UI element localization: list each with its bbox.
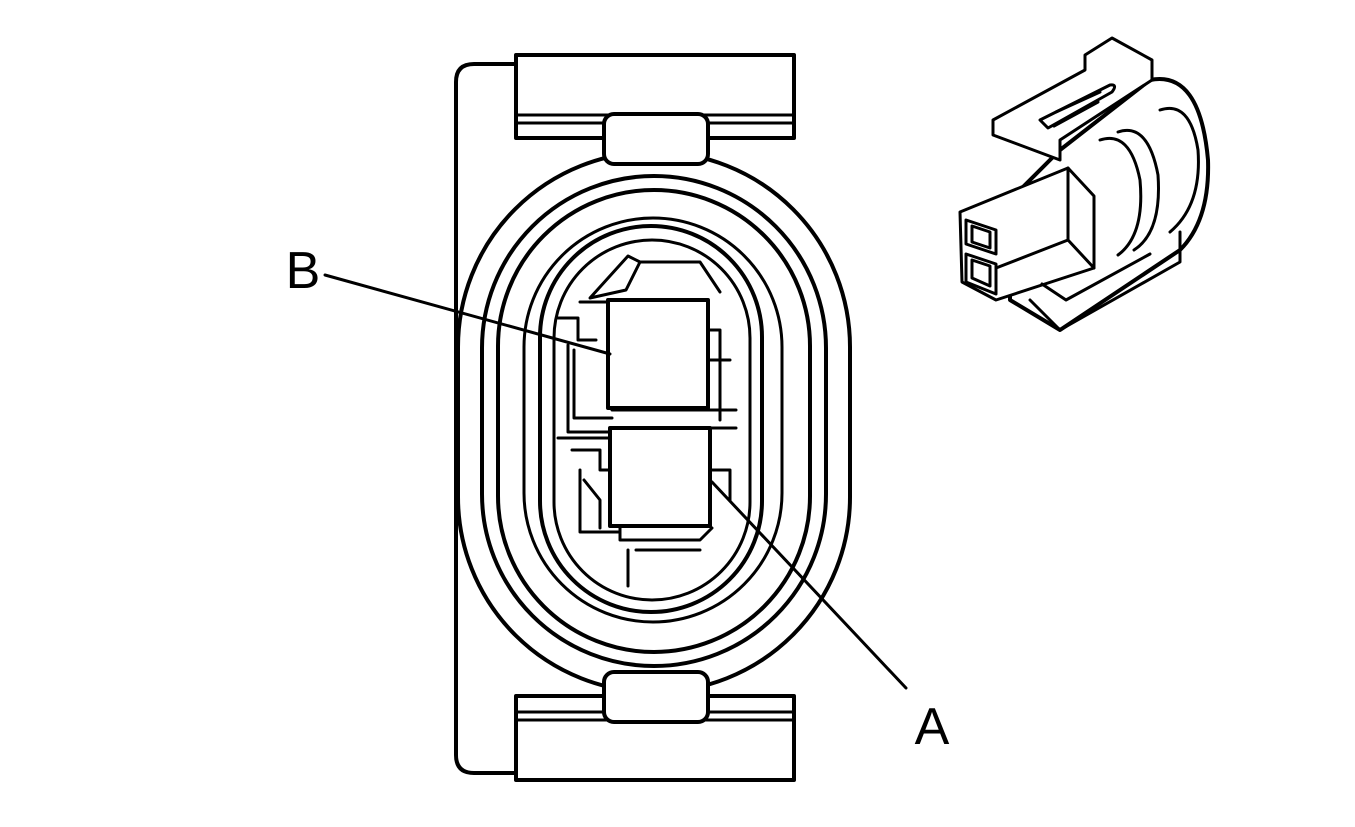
seal-ring-middle [496, 188, 812, 654]
seal-ring-outer [480, 174, 828, 668]
connector-end-view [454, 53, 852, 782]
label-a: A [915, 698, 950, 756]
cavity-inner-wall [552, 238, 752, 602]
terminal-b [606, 298, 710, 410]
terminal-a [608, 426, 712, 528]
seal-ring-inner [522, 216, 784, 624]
label-b: B [286, 242, 321, 300]
terminal-cavity [538, 224, 764, 614]
top-lock-tab [602, 112, 710, 166]
bottom-lock-tab [602, 670, 710, 724]
leader-line-b [323, 273, 612, 356]
leader-line-a [710, 480, 908, 690]
connector-isometric-inset [958, 36, 1211, 332]
callouts: B A [286, 242, 950, 756]
